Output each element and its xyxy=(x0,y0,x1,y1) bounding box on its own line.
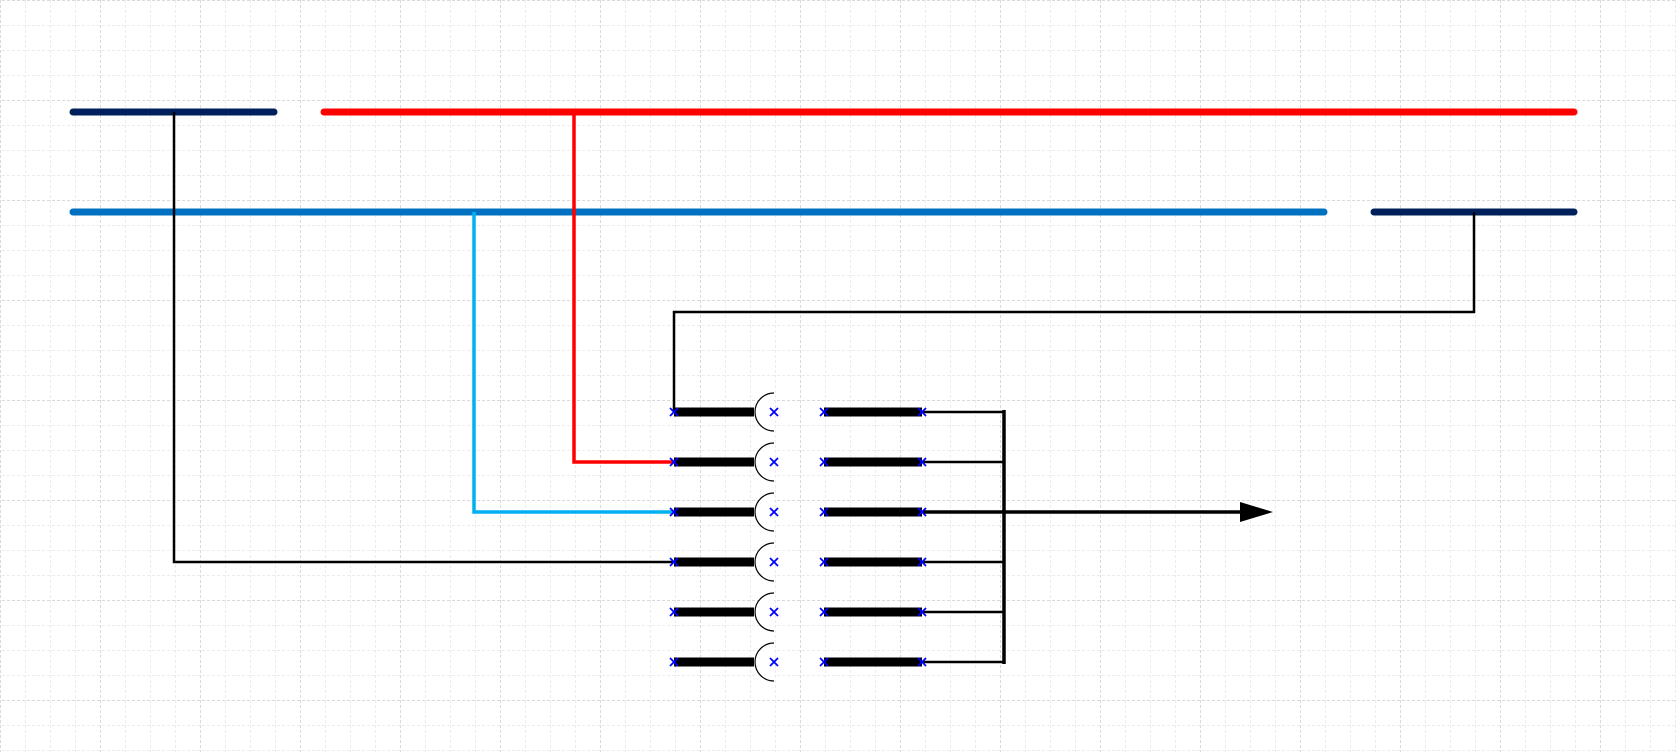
terminal-marker-icon xyxy=(917,657,927,667)
terminal-marker-icon xyxy=(819,557,829,567)
terminal-marker-icon xyxy=(669,507,679,517)
terminal-marker-icon xyxy=(917,607,927,617)
connector-arc xyxy=(754,492,775,532)
terminal-marker-icon xyxy=(669,607,679,617)
terminal-marker-icon xyxy=(769,557,779,567)
terminal-marker-icon xyxy=(769,407,779,417)
terminal-row xyxy=(669,642,1004,682)
terminal-rows xyxy=(669,392,1004,682)
terminal-marker-icon xyxy=(769,457,779,467)
wire-red-to-row-2 xyxy=(572,112,674,464)
wire-navy-right-to-row-1 xyxy=(672,212,1476,412)
terminal-marker-icon xyxy=(917,407,927,417)
terminal-row xyxy=(669,592,1004,632)
terminal-marker-icon xyxy=(819,457,829,467)
terminal-row xyxy=(669,492,1004,532)
terminal-marker-icon xyxy=(669,407,679,417)
terminal-row xyxy=(669,442,1004,482)
terminal-marker-icon xyxy=(669,457,679,467)
terminal-marker-icon xyxy=(917,507,927,517)
terminal-marker-icon xyxy=(769,657,779,667)
terminal-marker-icon xyxy=(769,607,779,617)
connector-arc xyxy=(754,442,775,482)
terminal-row xyxy=(669,542,1004,582)
terminal-row xyxy=(669,392,1004,432)
connection-wires xyxy=(172,112,1476,564)
output-arrow-icon xyxy=(1240,502,1273,522)
terminal-marker-icon xyxy=(917,457,927,467)
connector-arc xyxy=(754,392,775,432)
terminal-marker-icon xyxy=(819,607,829,617)
terminal-marker-icon xyxy=(669,657,679,667)
terminal-marker-icon xyxy=(669,557,679,567)
connector-arc xyxy=(754,642,775,682)
terminal-marker-icon xyxy=(819,657,829,667)
terminal-marker-icon xyxy=(769,507,779,517)
wire-navy-left-to-row-4 xyxy=(172,112,674,564)
terminal-marker-icon xyxy=(819,507,829,517)
connector-arc xyxy=(754,592,775,632)
wire-blue-to-row-3 xyxy=(472,212,674,514)
terminal-marker-icon xyxy=(819,407,829,417)
terminal-marker-icon xyxy=(917,557,927,567)
collector xyxy=(924,410,1273,664)
connector-arc xyxy=(754,542,775,582)
